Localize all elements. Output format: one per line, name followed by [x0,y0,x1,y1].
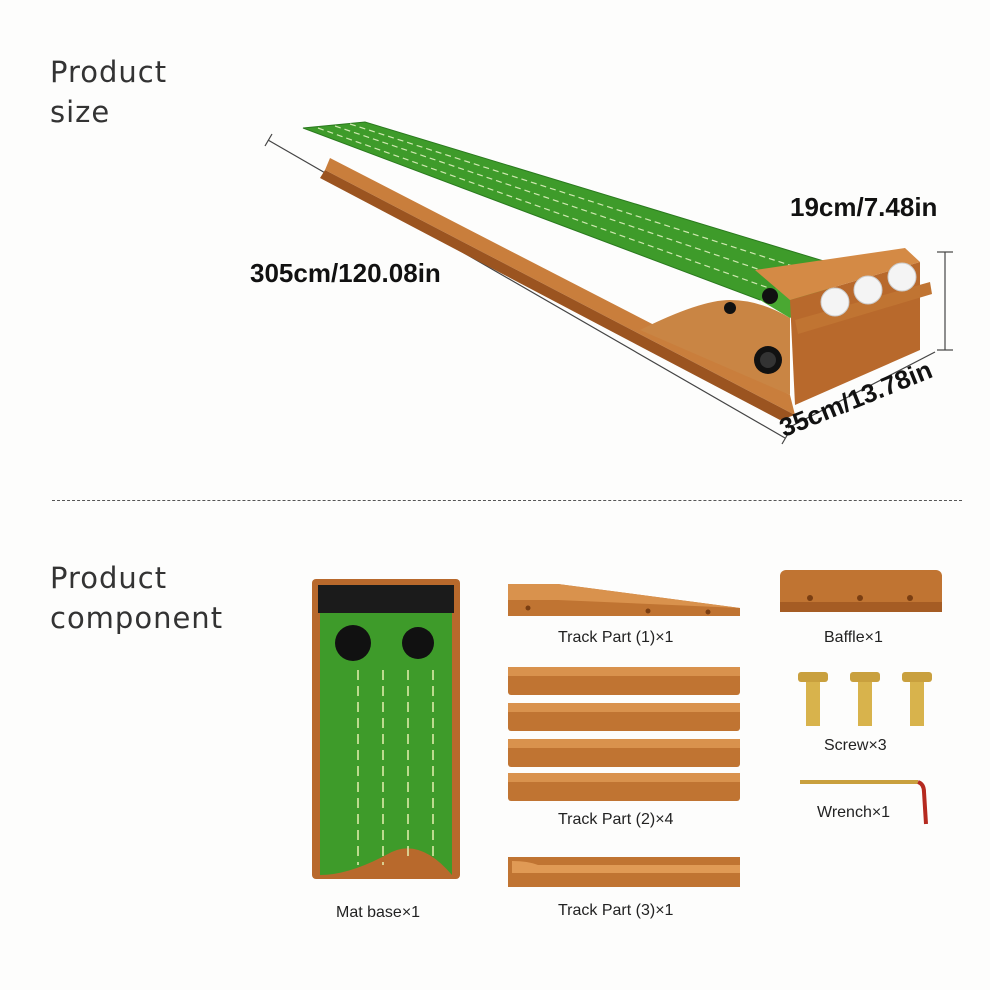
screw-icon [798,672,932,726]
baffle-caption: Baffle×1 [824,629,883,646]
section-divider [52,500,962,501]
track-part-3-image [508,857,740,887]
baffle-image [780,570,942,612]
height-dimension-label: 19cm/7.48in [790,192,938,222]
screw-caption: Screw×3 [824,737,887,754]
component-heading-line2: component [50,601,224,635]
component-heading: Product component [50,558,223,638]
mat-base-caption: Mat base×1 [336,904,421,921]
size-heading-line1: Product [50,55,168,89]
size-heading-line2: size [50,95,111,129]
wrench-icon [800,780,928,825]
length-dimension-label: 305cm/120.08in [250,258,441,288]
track-part-1-image [508,584,740,616]
assembled-putting-green-image [264,121,953,445]
track-part-3-caption: Track Part (3)×1 [558,902,674,919]
track-part-2-caption: Track Part (2)×4 [558,811,674,828]
component-heading-line1: Product [50,561,168,595]
size-heading: Product size [50,52,167,132]
mat-base-image [312,579,460,879]
wrench-caption: Wrench×1 [817,804,891,821]
track-part-1-caption: Track Part (1)×1 [558,629,674,646]
track-part-2-image [508,667,740,801]
